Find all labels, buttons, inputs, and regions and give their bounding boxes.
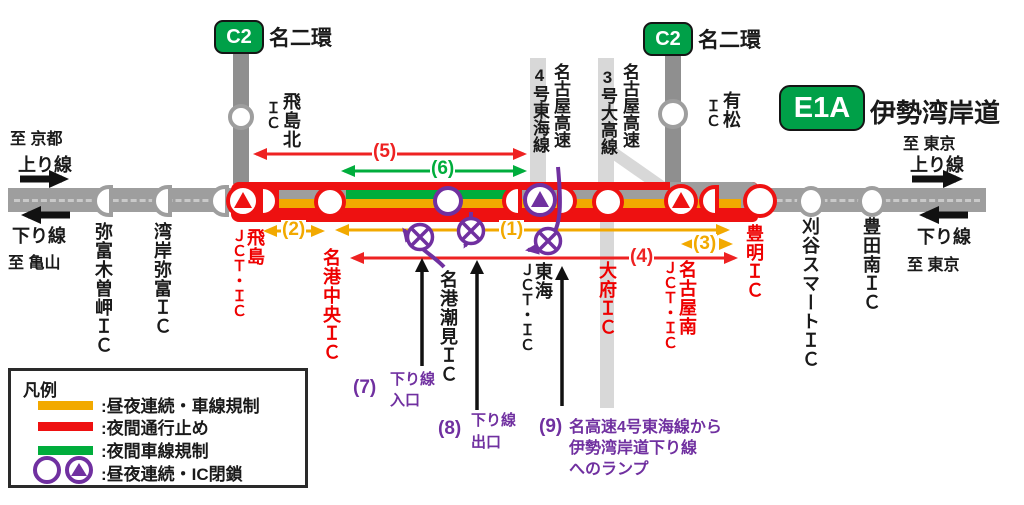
note-9-line1: 名高速4号東海線から	[569, 419, 722, 436]
marker-3: (3)	[692, 233, 718, 254]
legend-item-orange: :昼夜連続・車線規制	[101, 397, 260, 416]
station-arimatsu-suffix: ＩＣ	[704, 98, 721, 128]
legend-item-closed: :昼夜連続・IC閉鎖	[101, 465, 243, 484]
legend-closed-jct-circle-icon	[65, 456, 93, 484]
legend-item-red: :夜間通行止め	[101, 419, 209, 438]
tokai-line-label: 4号東海線	[530, 66, 549, 153]
down-lane-label-left: 下り線	[12, 226, 66, 246]
closed-ramp-icon-8	[456, 216, 486, 246]
ic-circle-meiko-shiomi	[433, 186, 463, 216]
station-nagoya-minami-name: 名古屋南	[677, 260, 697, 336]
closed-ramp-icon-9	[533, 226, 563, 256]
note-9-line2: 伊勢湾岸道下り線	[569, 440, 698, 457]
ic-circle-toyota-minami	[858, 186, 886, 217]
dest-tokyo-label-bottom: 至 東京	[907, 257, 960, 274]
station-kariya-smart: 刈谷スマートＩＣ	[800, 217, 820, 369]
e1a-badge: E1A	[779, 85, 865, 131]
up-lane-label-right: 上り線	[910, 155, 964, 175]
marker-1: (1)	[499, 219, 525, 240]
station-tokai-suffix: ＪＣＴ・ＩＣ	[518, 262, 535, 352]
legend-orange-swatch	[38, 401, 93, 410]
road-odaka-line-lower	[600, 222, 614, 408]
tokai-line-operator-label: 名古屋高速	[551, 63, 570, 148]
ic-symbol-yatomi-kisosaki	[93, 185, 113, 217]
note-9-number: (9)	[538, 416, 564, 437]
ic-circle-tobishima-kita	[228, 104, 254, 130]
note-7-line1: 下り線	[390, 371, 436, 388]
jct-triangle-tokai	[531, 191, 549, 207]
station-yatomi-kisosaki: 弥富木曽岬ＩＣ	[93, 222, 113, 355]
station-toyota-minami: 豊田南ＩＣ	[861, 217, 881, 312]
ramp-symbol-nagoya-minami-east	[699, 185, 719, 217]
note-8-line1: 下り線	[471, 412, 517, 429]
meinikan-label-left: 名二環	[269, 27, 332, 50]
note-7-number: (7)	[352, 377, 378, 398]
legend-green-swatch	[38, 446, 93, 455]
ic-circle-kariya-smart	[797, 186, 825, 217]
note-8-line2: 出口	[471, 434, 502, 451]
dest-kyoto-label: 至 京都	[10, 131, 63, 148]
marker-2: (2)	[281, 219, 307, 240]
legend-red-swatch	[38, 422, 93, 431]
ramp-symbol-tobishima-east	[259, 185, 279, 217]
odaka-line-label: 3号大高線	[598, 68, 617, 155]
legend-title: 凡例	[23, 381, 57, 400]
isewangan-label: 伊勢湾岸道	[870, 98, 1001, 128]
dest-tokyo-label-top: 至 東京	[903, 136, 956, 153]
station-wangan-yatomi: 湾岸弥富ＩＣ	[152, 222, 172, 336]
legend-item-green: :夜間車線規制	[101, 442, 209, 461]
meinikan-label-right: 名二環	[698, 29, 761, 52]
marker-5: (5)	[372, 141, 398, 162]
note-9-line3: へのランプ	[569, 461, 649, 478]
station-meiko-chuo: 名港中央ＩＣ	[321, 248, 341, 362]
c2-badge-left: C2	[214, 20, 264, 54]
c2-badge-right: C2	[643, 22, 693, 56]
ic-circle-arimatsu	[658, 99, 688, 129]
jct-circle-nagoya-minami	[664, 184, 698, 218]
ramp-symbol-tokai-west	[502, 185, 522, 217]
station-toyoake: 豊明ＩＣ	[744, 224, 764, 300]
note-7-line2: 入口	[390, 392, 421, 409]
jct-circle-tobishima	[226, 184, 260, 218]
station-tobishima-kita-name: 飛島北	[281, 92, 301, 149]
jct-triangle-nagoya-minami	[672, 192, 690, 208]
dest-kameyama-label: 至 亀山	[8, 255, 61, 272]
ic-circle-obu	[592, 186, 624, 218]
station-meiko-shiomi: 名港潮見ＩＣ	[438, 270, 458, 384]
ic-circle-toyoake	[743, 184, 777, 218]
station-nagoya-minami-suffix: ＪＣＴ・ＩＣ	[661, 260, 678, 350]
legend-jct-triangle-icon	[71, 463, 87, 476]
station-tobishima-kita-suffix: ＩＣ	[264, 100, 281, 130]
station-tobishima-name: 飛島	[245, 228, 265, 266]
band-night-lane-green	[346, 190, 507, 199]
up-lane-label-left: 上り線	[18, 155, 72, 175]
marker-6: (6)	[430, 158, 456, 179]
ic-symbol-wangan-yatomi	[152, 185, 172, 217]
jct-triangle-tobishima	[234, 192, 252, 208]
station-obu: 大府ＩＣ	[597, 261, 617, 337]
station-tobishima-suffix: ＪＣＴ・ＩＣ	[230, 228, 247, 318]
odaka-line-operator-label: 名古屋高速	[620, 63, 639, 148]
down-lane-label-right: 下り線	[917, 227, 971, 247]
station-tokai-name: 東海	[533, 262, 553, 300]
marker-4: (4)	[629, 246, 655, 267]
road-tokai-line	[530, 58, 546, 184]
legend-closed-ic-circle-icon	[33, 456, 61, 484]
legend-box: 凡例 :昼夜連続・車線規制 :夜間通行止め :夜間車線規制 :昼夜連続・IC閉鎖	[8, 368, 308, 488]
note-8-number: (8)	[437, 418, 463, 439]
station-arimatsu-name: 有松	[721, 91, 741, 129]
closed-ramp-icon-7	[405, 222, 435, 252]
ic-circle-meiko-chuo	[314, 186, 346, 218]
